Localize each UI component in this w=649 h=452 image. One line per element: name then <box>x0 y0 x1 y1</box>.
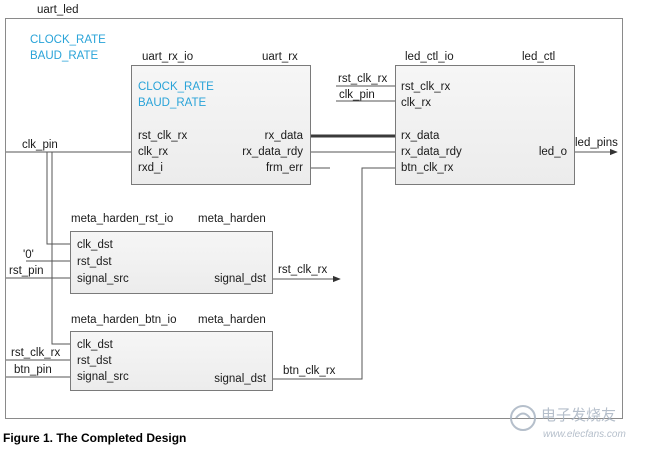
btn-pin-label: btn_pin <box>14 364 52 376</box>
meta-rst-port-clk-dst: clk_dst <box>77 239 114 251</box>
meta-btn-port-rst-dst: rst_dst <box>77 355 112 367</box>
uart-rx-port-rst-clk-rx: rst_clk_rx <box>138 130 187 142</box>
uart-rx-module: uart_rx <box>262 51 298 63</box>
meta-btn-port-signal-dst: signal_dst <box>214 373 267 385</box>
led-ctl-port-rx-data-rdy: rx_data_rdy <box>401 146 462 158</box>
watermark-url: www.elecfans.com <box>543 429 626 440</box>
watermark-cn: 电子发烧友 <box>541 407 616 424</box>
meta-btn-port-signal-src: signal_src <box>77 371 129 383</box>
top-param-baud-rate: BAUD_RATE <box>30 50 98 62</box>
led-ctl-block: led_ctl_io led_ctl rst_clk_rx clk_rx rx_… <box>395 51 575 185</box>
meta-btn-module: meta_harden <box>198 314 266 326</box>
uart-rx-port-rx-data-rdy: rx_data_rdy <box>242 146 303 158</box>
rst-pin-label: rst_pin <box>9 265 44 277</box>
const-zero-label: '0' <box>23 249 34 261</box>
figure-caption: Figure 1. The Completed Design <box>3 431 186 445</box>
uart-rx-port-frm-err: frm_err <box>266 162 303 174</box>
uart-rx-param-baud-rate: BAUD_RATE <box>138 97 206 109</box>
led-ctl-port-rx-data: rx_data <box>401 130 440 142</box>
rst-clk-rx-in-label: rst_clk_rx <box>11 347 60 359</box>
meta-btn-instance: meta_harden_btn_io <box>71 314 177 326</box>
btn-clk-rx-label: btn_clk_rx <box>283 365 336 377</box>
meta-rst-module: meta_harden <box>198 213 266 225</box>
clk-pin-label: clk_pin <box>22 139 58 151</box>
led-ctl-port-rst-clk-rx: rst_clk_rx <box>401 81 450 93</box>
meta-btn-port-clk-dst: clk_dst <box>77 339 114 351</box>
uart-rx-port-rxd-i: rxd_i <box>138 162 163 174</box>
watermark-logo-icon <box>510 405 536 431</box>
wire-clk-to-meta-rst <box>46 152 70 245</box>
meta-rst-instance: meta_harden_rst_io <box>71 213 173 225</box>
led-ctl-port-clk-rx: clk_rx <box>401 97 431 109</box>
meta-rst-port-rst-dst: rst_dst <box>77 256 112 268</box>
led-rst-net-label: rst_clk_rx <box>338 73 387 85</box>
led-ctl-module: led_ctl <box>522 51 555 63</box>
top-module-name: uart_led <box>37 4 79 16</box>
uart-rx-port-clk-rx: clk_rx <box>138 146 168 158</box>
led-clk-net-label: clk_pin <box>339 89 375 101</box>
wire-clk-to-meta-btn <box>51 152 70 345</box>
wire-btn-clk-rx <box>273 167 395 380</box>
rst-clk-rx-out-label: rst_clk_rx <box>278 264 327 276</box>
uart-rx-port-rx-data: rx_data <box>265 130 304 142</box>
watermark-logo: 电子发烧友 www.elecfans.com <box>510 405 626 440</box>
uart-rx-block: uart_rx_io uart_rx CLOCK_RATE BAUD_RATE … <box>131 51 311 185</box>
led-ctl-instance: led_ctl_io <box>405 51 454 63</box>
top-param-clock-rate: CLOCK_RATE <box>30 34 106 46</box>
led-ctl-port-btn-clk-rx: btn_clk_rx <box>401 162 454 174</box>
meta-rst-port-signal-dst: signal_dst <box>214 273 267 285</box>
led-ctl-port-led-o: led_o <box>539 146 567 158</box>
meta-harden-rst-block: meta_harden_rst_io meta_harden clk_dst r… <box>70 213 273 294</box>
uart-rx-param-clock-rate: CLOCK_RATE <box>138 81 214 93</box>
meta-harden-btn-block: meta_harden_btn_io meta_harden clk_dst r… <box>70 314 273 391</box>
uart-rx-instance: uart_rx_io <box>142 51 193 63</box>
meta-rst-port-signal-src: signal_src <box>77 273 129 285</box>
led-pins-label: led_pins <box>575 137 618 149</box>
